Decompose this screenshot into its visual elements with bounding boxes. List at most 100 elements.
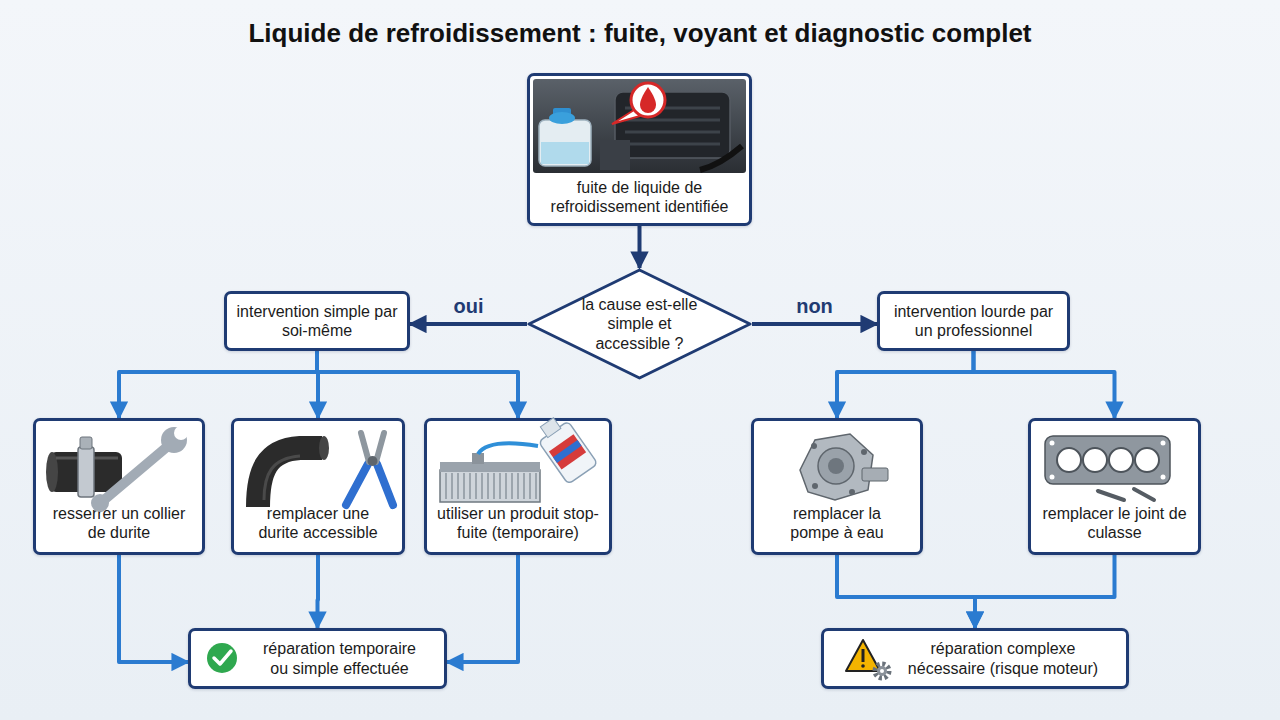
flow-arrow: [410, 322, 527, 326]
flow-arrow: [119, 555, 188, 662]
node-text: utiliser un produit stop-fuite (temporai…: [429, 504, 607, 542]
flow-arrow: [119, 351, 317, 418]
process-box: intervention lourde par un professionnel: [877, 291, 1070, 351]
pliers-icon: [361, 433, 369, 462]
flow-arrow: [752, 322, 877, 326]
stop-leak-bottle-icon: [540, 418, 561, 438]
radiator-icon: [440, 470, 540, 502]
flow-arrow: [837, 351, 974, 418]
head-gasket-icon: [1161, 475, 1166, 480]
check-icon: [214, 651, 231, 664]
wrench-icon: [91, 426, 188, 512]
warning-icon: [862, 649, 865, 662]
node-text: resserrer un collier de durite: [52, 504, 187, 542]
head-gasket-icon: [1161, 441, 1166, 446]
gear-icon: [880, 669, 884, 673]
start-box: fuite de liquide de refroidissement iden…: [527, 73, 752, 226]
engine-illustration: [700, 146, 742, 170]
water-pump-icon: [811, 443, 817, 449]
wrench-icon: [104, 446, 168, 500]
head-gasket-icon: [1135, 448, 1159, 472]
radiator-icon: [472, 453, 484, 464]
head-gasket-icon: [1134, 489, 1154, 500]
pliers-icon: [377, 464, 393, 505]
stop-leak-bottle-icon: [478, 412, 598, 484]
stop-leak-bottle-icon: [478, 443, 538, 454]
head-gasket-icon: [1057, 448, 1081, 472]
flow-arrow: [316, 555, 321, 628]
warning-icon: [861, 664, 865, 668]
stop-leak-bottle-icon: [532, 412, 598, 484]
node-text: remplacer une durite accessible: [248, 504, 388, 542]
flow-arrow: [317, 351, 518, 418]
gear-icon: [877, 666, 887, 676]
water-pump-icon: [861, 449, 867, 455]
result-box: réparation complexe nécessaire (risque m…: [821, 628, 1129, 689]
warning-icon: [846, 640, 880, 671]
hose-clamp-icon: [78, 447, 94, 497]
stop-leak-bottle-icon: [553, 440, 582, 463]
wrench-icon: [91, 494, 109, 512]
hose-clamp-icon: [46, 452, 58, 492]
stop-leak-bottle-icon: [549, 434, 586, 469]
action-box: remplacer le joint de culasse: [1028, 418, 1201, 555]
hose-icon: [319, 436, 329, 460]
engine-illustration: [549, 112, 575, 124]
head-gasket-icon: [1045, 436, 1170, 500]
head-gasket-icon: [1045, 436, 1170, 484]
stop-leak-bottle-icon: [538, 421, 597, 484]
radiator-icon: [446, 473, 536, 499]
edge-label: non: [796, 295, 833, 318]
engine-illustration: [631, 83, 665, 117]
warning-icon: [846, 640, 880, 671]
flow-arrow: [447, 555, 518, 662]
flow-arrow: [975, 555, 1115, 628]
node-text: remplacer la pompe à eau: [780, 504, 895, 542]
hose-clamp-icon: [80, 437, 92, 449]
engine-illustration: [533, 79, 746, 173]
engine-illustration: [539, 120, 591, 166]
gear-icon: [875, 664, 889, 678]
radiator-icon: [440, 453, 540, 502]
water-pump-icon: [828, 458, 844, 474]
action-box: remplacer une durite accessible: [231, 418, 405, 555]
water-pump-icon: [800, 434, 873, 500]
head-gasket-icon: [1083, 448, 1107, 472]
head-gasket-icon: [1050, 475, 1055, 480]
decision-diamond: la cause est-elle simple et accessible ?: [527, 268, 752, 380]
engine-illustration: [640, 87, 656, 113]
decision-diamond-shape: [529, 270, 750, 378]
wrench-icon: [174, 426, 188, 440]
check-icon: [207, 643, 237, 673]
engine-illustration: [541, 142, 589, 164]
hose-icon: [258, 448, 322, 507]
flow-arrow: [837, 555, 975, 628]
head-gasket-icon: [1109, 448, 1133, 472]
engine-illustration: [612, 110, 640, 124]
engine-illustration: [600, 140, 630, 170]
radiator-icon: [440, 462, 540, 472]
gear-icon: [875, 664, 889, 678]
action-box: resserrer un collier de durite: [33, 418, 205, 555]
flow-arrow: [974, 351, 1115, 418]
pliers-icon: [376, 433, 384, 462]
node-text: fuite de liquide de refroidissement iden…: [534, 178, 745, 216]
water-pump-icon: [849, 489, 855, 495]
node-text: la cause est-elle simple et accessible ?: [574, 295, 706, 353]
water-pump-icon: [800, 434, 888, 500]
action-box: utiliser un produit stop-fuite (temporai…: [424, 418, 612, 555]
engine-illustration: [553, 108, 571, 118]
head-gasket-icon: [1050, 441, 1055, 446]
water-pump-icon: [812, 483, 818, 489]
hose-icon: [258, 436, 329, 507]
wrench-icon: [161, 427, 187, 453]
engine-illustration: [625, 108, 720, 144]
hose-clamp-icon: [50, 452, 122, 492]
water-pump-icon: [818, 448, 854, 484]
result-box: réparation temporaire ou simple effectué…: [188, 628, 447, 689]
pliers-icon: [346, 464, 368, 505]
hose-clamp-icon: [56, 457, 118, 460]
